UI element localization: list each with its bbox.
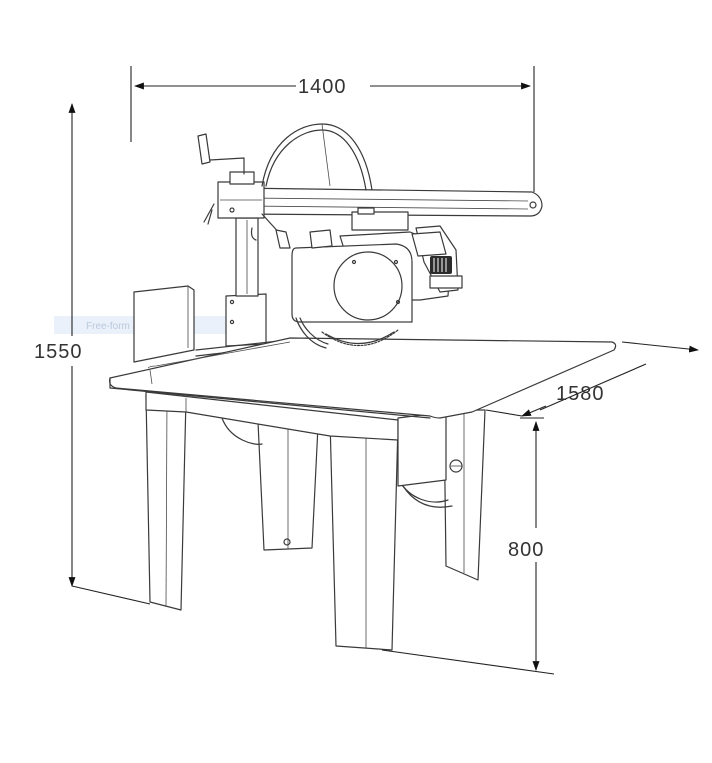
table-height-label: 800 [508,539,544,561]
dimension-depth: 1580 [485,341,699,417]
depth-label: 1580 [556,383,605,405]
height-label: 1550 [34,341,83,363]
column [225,217,267,347]
overarm [197,133,543,249]
dimension-width: 1400 [130,66,535,192]
dimension-height: 1550 [34,103,151,605]
width-label: 1400 [298,76,347,98]
dimension-table-height: 800 [381,417,555,675]
motor-box [397,411,463,487]
snip-label: Free-form Snip [86,321,153,332]
table-top [109,337,617,419]
cable [221,417,263,445]
fence-box [133,285,195,363]
rear-cable-arc [261,123,373,191]
blade-guard [291,229,413,349]
